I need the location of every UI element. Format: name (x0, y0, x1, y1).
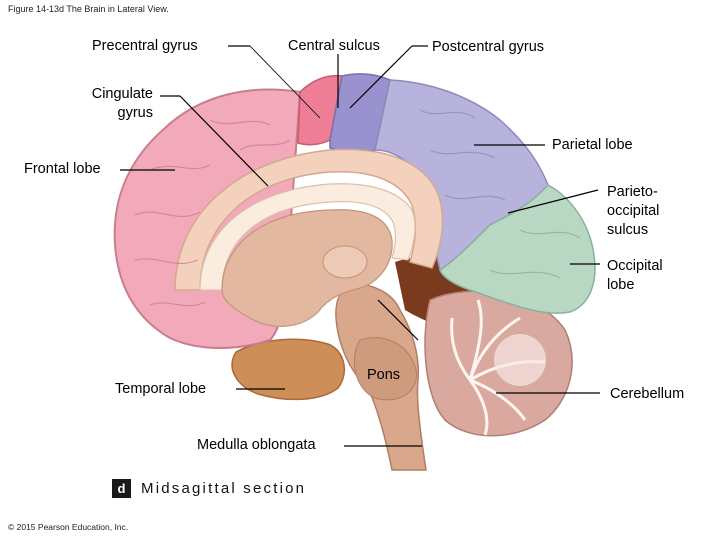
gyri-texture (134, 119, 291, 307)
label-cingulate-gyrus: Cingulate gyrus (91, 86, 153, 121)
figure-title: Figure 14-13d The Brain in Lateral View. (8, 4, 169, 14)
thalamus (322, 245, 368, 279)
panel-caption: d Midsagittal section (112, 478, 306, 498)
label-central-sulcus: Central sulcus (288, 38, 380, 54)
diencephalon (221, 209, 393, 327)
label-parietal-lobe: Parietal lobe (552, 137, 633, 153)
occipital-lobe (439, 184, 596, 314)
temporal-lobe (231, 338, 346, 401)
label-precentral-gyrus: Precentral gyrus (92, 38, 198, 54)
label-occipital-lobe: Occipital lobe (607, 258, 663, 293)
panel-letter: d (112, 478, 131, 498)
label-parieto-occipital-sulcus: Parieto- occipital sulcus (607, 184, 660, 238)
copyright-notice: © 2015 Pearson Education, Inc. (8, 522, 129, 532)
leader-lines (120, 45, 600, 447)
panel-title: Midsagittal section (141, 479, 307, 497)
label-postcentral-gyrus: Postcentral gyrus (432, 39, 545, 55)
label-pons: Pons (367, 367, 401, 383)
cingulate-gyrus (174, 148, 444, 291)
cerebellum (424, 290, 573, 437)
label-medulla-oblongata: Medulla oblongata (197, 437, 316, 453)
label-frontal-lobe: Frontal lobe (24, 161, 101, 177)
corpus-callosum (199, 183, 416, 291)
pons (353, 337, 417, 401)
label-cerebellum: Cerebellum (610, 386, 685, 402)
label-temporal-lobe: Temporal lobe (115, 381, 207, 397)
